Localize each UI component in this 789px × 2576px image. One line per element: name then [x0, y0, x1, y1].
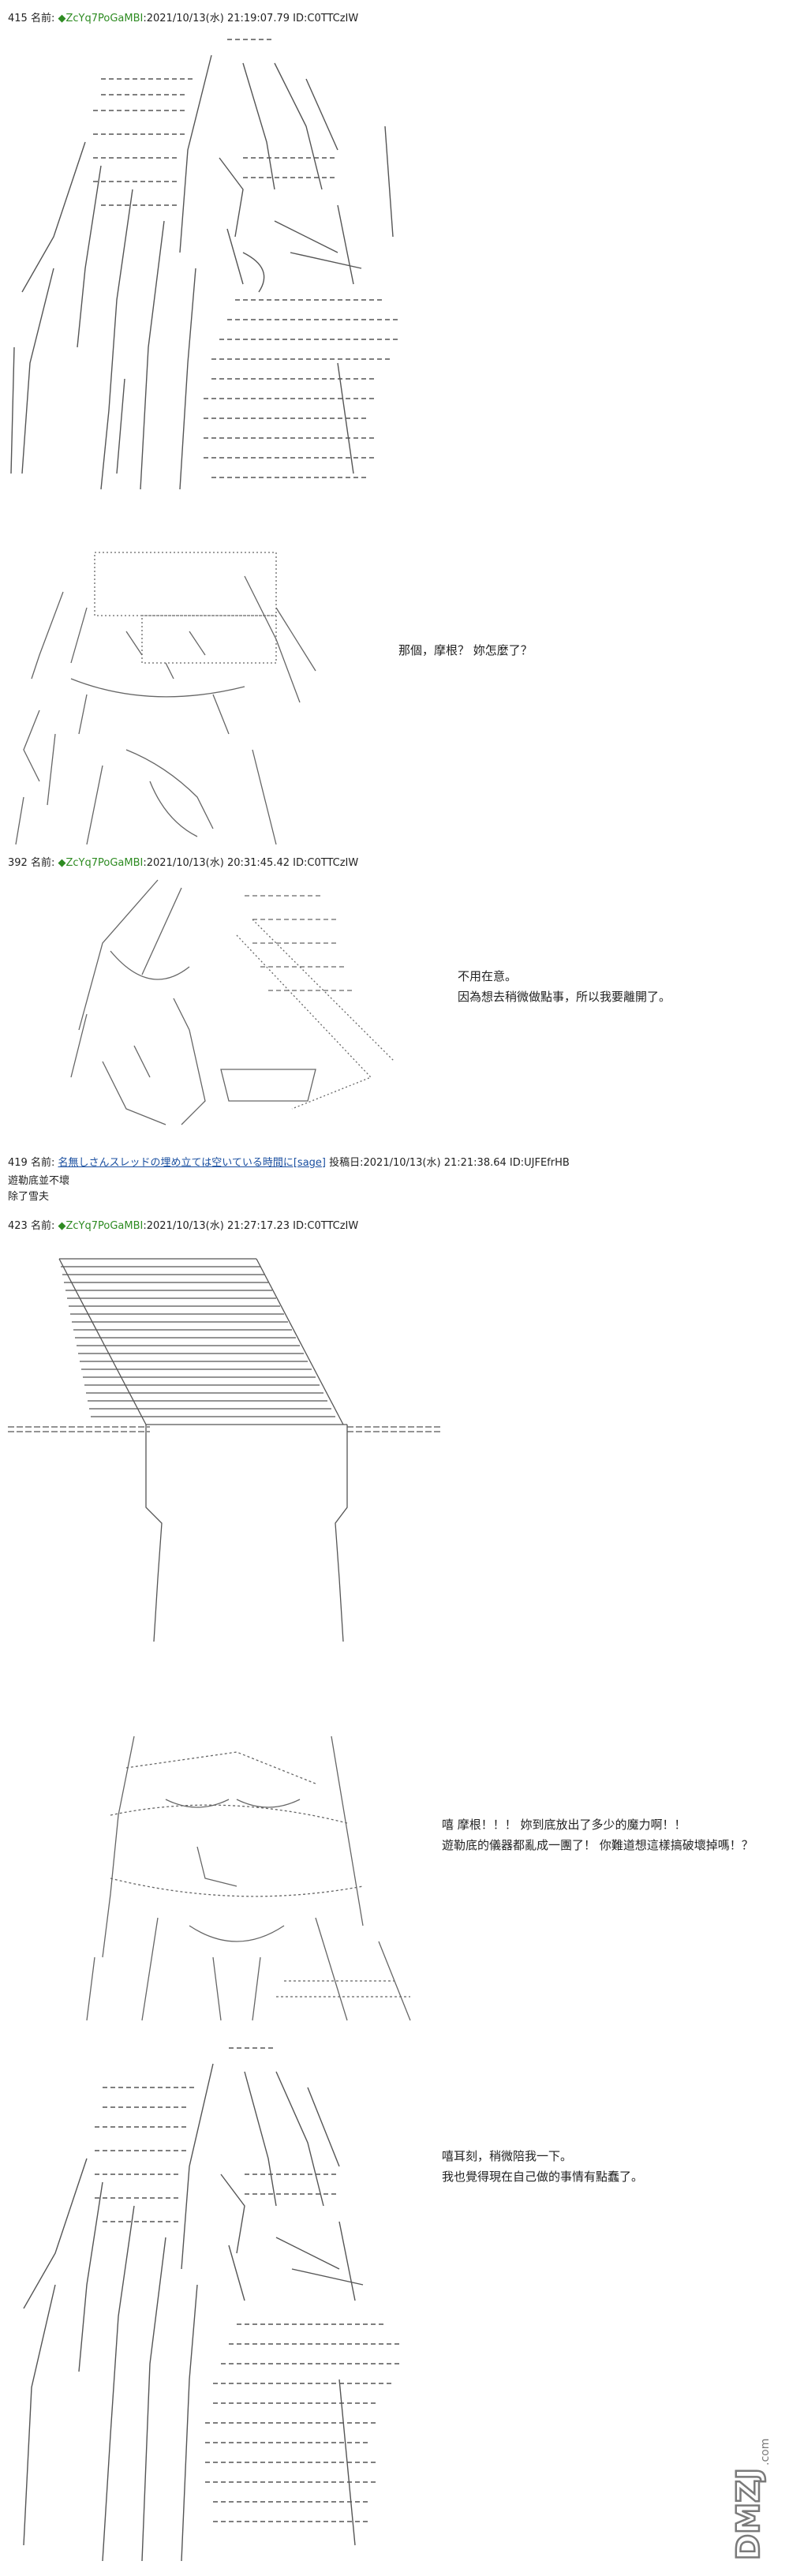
ascii-art-figure-shouting	[79, 1720, 426, 2028]
ascii-art-figure-leaving	[55, 872, 410, 1133]
dialogue-line: 遊勒底的儀器都亂成一團了！ 你難道想這樣搞破壞掉嗎！？	[442, 1838, 753, 1852]
dialogue-3: 嘻 摩根！！！ 妳到底放出了多少的魔力啊！！ 遊勒底的儀器都亂成一團了！ 你難道…	[442, 1814, 753, 1855]
post-header-415: 415 名前: ◆ZcYq7PoGaMBI:2021/10/13(水) 21:1…	[8, 9, 358, 24]
dialogue-1: 那個，摩根？ 妳怎麼了？	[398, 640, 533, 661]
ascii-art-figure-standing	[6, 32, 417, 497]
dmzj-watermark-logo: DMZJ .com	[727, 2418, 775, 2568]
post-date: :2021/10/13(水) 20:31:45.42	[143, 857, 290, 869]
tripcode[interactable]: ◆ZcYq7PoGaMBI	[58, 1220, 144, 1232]
post-number: 423	[8, 1220, 28, 1232]
dialogue-line: 因為想去稍微做點事，所以我要離開了。	[458, 990, 671, 1004]
reply-body-419: 遊勒底並不壞 除了雪夫	[8, 1174, 69, 1205]
post-header-392: 392 名前: ◆ZcYq7PoGaMBI:2021/10/13(水) 20:3…	[8, 854, 358, 869]
post-id: ID:C0TTCzIW	[293, 1220, 359, 1232]
post-header-419: 419 名前: 名無しさんスレッドの埋め立ては空いている時間に[sage] 投稿…	[8, 1154, 570, 1169]
dialogue-line: 不用在意。	[458, 969, 518, 983]
post-id: ID:C0TTCzIW	[293, 13, 359, 24]
post-id: ID:C0TTCzIW	[293, 857, 359, 869]
ascii-art-doorway	[4, 1247, 446, 1657]
name-label: 名前:	[30, 1220, 55, 1232]
dialogue-line: 嘻耳刻，稍微陪我一下。	[442, 2149, 573, 2163]
dialogue-4: 嘻耳刻，稍微陪我一下。 我也覺得現在自己做的事情有點蠢了。	[442, 2146, 643, 2187]
name-label: 名前:	[30, 857, 55, 869]
svg-text:.com: .com	[759, 2439, 772, 2466]
post-date: :2021/10/13(水) 21:19:07.79	[143, 13, 290, 24]
name-label: 名前:	[30, 13, 55, 24]
post-number: 392	[8, 857, 28, 869]
svg-text:DMZJ: DMZJ	[731, 2468, 767, 2560]
dialogue-line: 嘻 摩根！！！ 妳到底放出了多少的魔力啊！！	[442, 1818, 686, 1832]
dialogue-line: 我也覺得現在自己做的事情有點蠢了。	[442, 2170, 644, 2184]
ascii-art-figure-boy	[8, 545, 339, 852]
post-number: 415	[8, 13, 28, 24]
post-number: 419	[8, 1157, 28, 1169]
tripcode[interactable]: ◆ZcYq7PoGaMBI	[58, 13, 144, 24]
dialogue-line: 那個，摩根？ 妳怎麼了？	[398, 643, 533, 657]
ascii-art-figure-standing-2	[16, 2040, 410, 2569]
post-date: 投稿日:2021/10/13(水) 21:21:38.64	[329, 1157, 507, 1169]
reply-line: 遊勒底並不壞	[8, 1175, 70, 1187]
post-date: :2021/10/13(水) 21:27:17.23	[143, 1220, 290, 1232]
post-header-423: 423 名前: ◆ZcYq7PoGaMBI:2021/10/13(水) 21:2…	[8, 1217, 358, 1232]
name-label: 名前:	[30, 1157, 55, 1169]
tripcode[interactable]: ◆ZcYq7PoGaMBI	[58, 857, 144, 869]
dialogue-2: 不用在意。 因為想去稍微做點事，所以我要離開了。	[458, 966, 671, 1007]
post-id: ID:UJFEfrHB	[509, 1157, 570, 1169]
reply-line: 除了雪夫	[8, 1191, 50, 1203]
poster-name[interactable]: 名無しさんスレッドの埋め立ては空いている時間に[sage]	[58, 1157, 326, 1169]
